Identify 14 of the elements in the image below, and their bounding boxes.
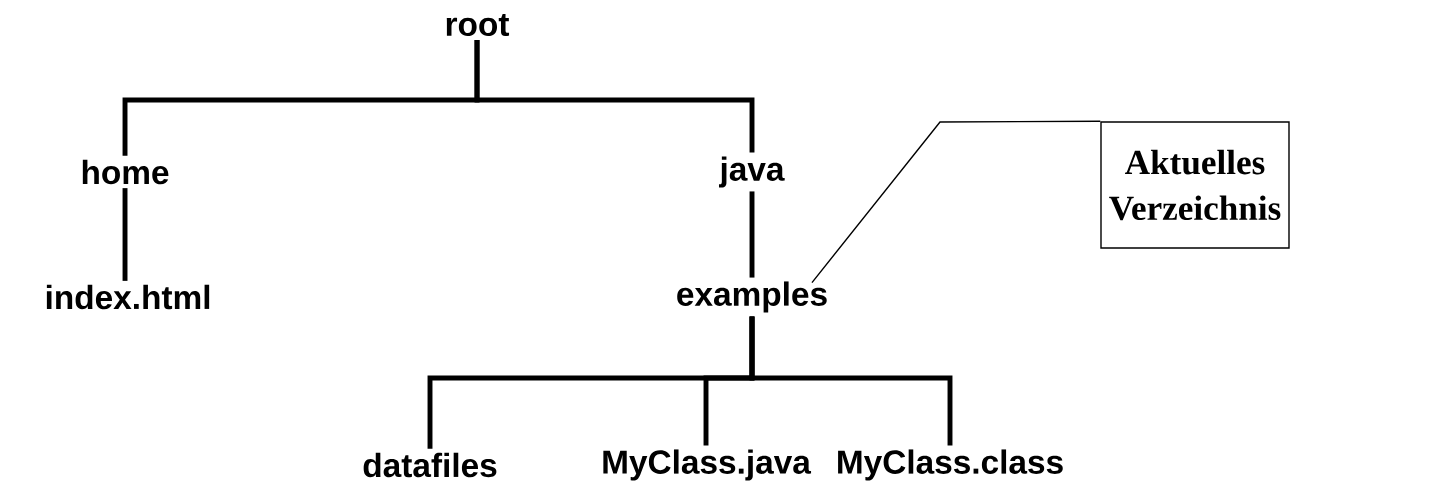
folder-label: home [82, 159, 169, 185]
label-box: Aktuelles Verzeichnis [1100, 121, 1290, 249]
folder-label: java [719, 156, 785, 188]
leader-line [811, 120, 1101, 284]
folder-label: MyClass.java [603, 449, 812, 481]
folder-label: index.html [46, 284, 210, 310]
folder-label: datafiles [363, 452, 497, 478]
folder-label: MyClass.class [838, 449, 1063, 481]
folder-label: examples [677, 281, 827, 313]
tree-branch [749, 191, 755, 278]
tree-branch [474, 39, 755, 153]
tree-branch [122, 188, 128, 281]
folder-label: root [446, 13, 510, 37]
tree-branch [749, 316, 953, 446]
